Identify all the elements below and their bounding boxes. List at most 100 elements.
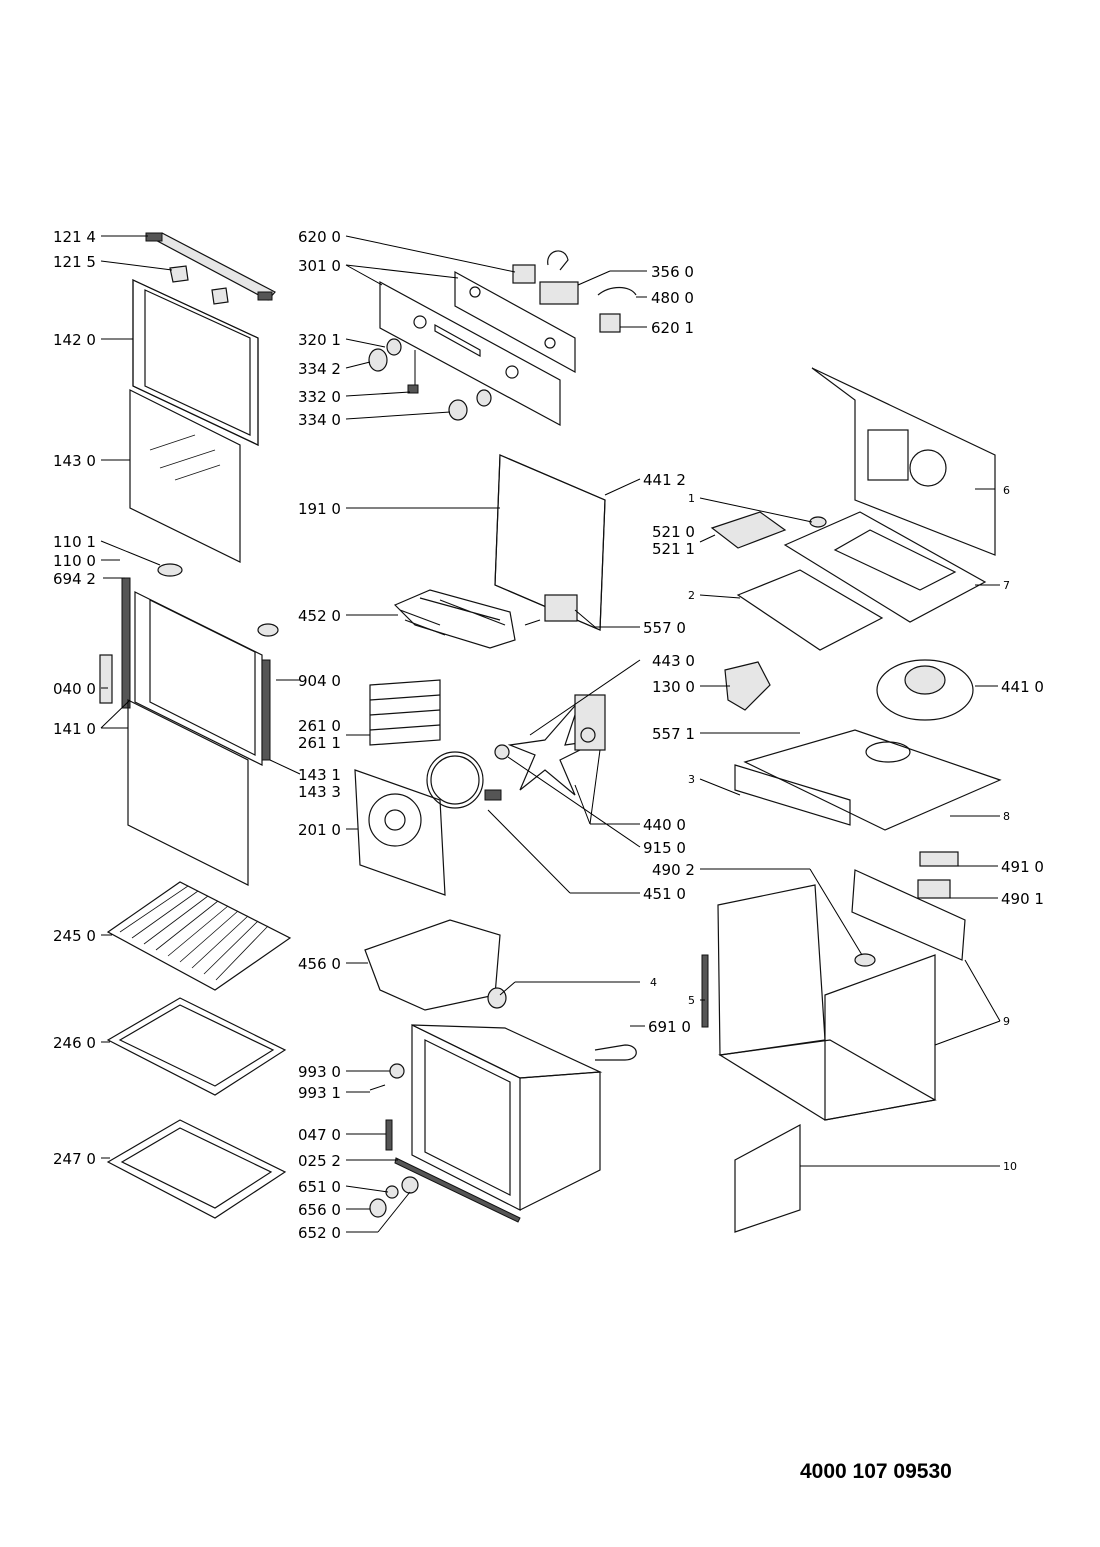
door-outer-glass-frame [132, 279, 259, 446]
label-246-0: 246 0 [53, 1034, 96, 1052]
outer-casing [701, 884, 937, 1121]
knob-assemblies [368, 338, 492, 421]
label-110-1: 110 1 [53, 533, 96, 551]
assembly-9: 9 [1003, 1015, 1010, 1028]
circular-element [426, 751, 502, 809]
assembly-8: 8 [1003, 810, 1010, 823]
control-panel-back [454, 270, 576, 374]
assembly-6: 6 [1003, 484, 1010, 497]
assembly-1: 1 [688, 492, 695, 505]
part-labels-right: 441 0 491 0 490 1 [1001, 678, 1044, 908]
label-491-0: 491 0 [1001, 858, 1044, 876]
label-651-0: 651 0 [298, 1178, 341, 1196]
cooling-panel [736, 569, 884, 651]
label-047-0: 047 0 [298, 1126, 341, 1144]
label-121-5: 121 5 [53, 253, 96, 271]
label-301-0: 301 0 [298, 257, 341, 275]
label-040-0: 040 0 [53, 680, 96, 698]
label-620-0: 620 0 [298, 228, 341, 246]
label-452-0: 452 0 [298, 607, 341, 625]
label-440-0: 440 0 [643, 816, 686, 834]
label-490-2: 490 2 [652, 861, 695, 879]
assembly-10: 10 [1003, 1160, 1017, 1173]
label-694-2: 694 2 [53, 570, 96, 588]
label-652-0: 652 0 [298, 1224, 341, 1242]
leader-lines [100, 235, 1001, 1233]
label-557-0: 557 0 [643, 619, 686, 637]
insulation-panel [734, 1123, 801, 1233]
door-glass-panel [129, 389, 241, 563]
label-456-0: 456 0 [298, 955, 341, 973]
wire-rack [106, 881, 292, 991]
top-panel [783, 511, 987, 623]
label-332-0: 332 0 [298, 388, 341, 406]
label-691-0: 691 0 [648, 1018, 691, 1036]
part-labels-middle: 620 0 301 0 320 1 334 2 332 0 334 0 191 … [298, 228, 695, 1242]
label-443-0: 443 0 [652, 652, 695, 670]
assembly-3: 3 [688, 773, 695, 786]
label-993-1: 993 1 [298, 1084, 341, 1102]
label-247-0: 247 0 [53, 1150, 96, 1168]
oven-thermostat [524, 594, 578, 626]
document-number: 4000 107 09530 [800, 1460, 952, 1483]
label-521-1: 521 1 [652, 540, 695, 558]
label-261-0: 261 0 [298, 717, 341, 735]
label-334-0: 334 0 [298, 411, 341, 429]
label-557-1: 557 1 [652, 725, 695, 743]
label-620-1: 620 1 [651, 319, 694, 337]
cavity-small-parts [369, 1063, 521, 1223]
control-panel-front [379, 280, 561, 427]
door-inner-frame [99, 577, 271, 766]
baking-tray-shallow [106, 997, 287, 1096]
door-hinge-clips [169, 265, 229, 305]
terminal-blocks [851, 851, 966, 961]
switches-top [512, 250, 637, 333]
door-top-trim [145, 232, 276, 301]
part-labels-left: 121 4 121 5 142 0 143 0 110 1 110 0 694 … [53, 228, 96, 1168]
oven-cavity [411, 987, 637, 1211]
bottom-panel [734, 729, 1002, 831]
label-110-0: 110 0 [53, 552, 96, 570]
label-143-0: 143 0 [53, 452, 96, 470]
baking-tray-deep [106, 1119, 287, 1219]
label-141-0: 141 0 [53, 720, 96, 738]
label-025-2: 025 2 [298, 1152, 341, 1170]
label-130-0: 130 0 [652, 678, 695, 696]
label-521-0: 521 0 [652, 523, 695, 541]
fan-motor [574, 694, 606, 751]
label-261-1: 261 1 [298, 734, 341, 752]
electronic-board [710, 511, 787, 549]
label-904-0: 904 0 [298, 672, 341, 690]
label-334-2: 334 2 [298, 360, 341, 378]
fan-cover [354, 769, 446, 896]
assembly-numbers: 1 2 3 4 5 6 7 8 9 10 [650, 484, 1017, 1173]
label-441-0: 441 0 [1001, 678, 1044, 696]
oven-door-seal [494, 454, 606, 631]
label-656-0: 656 0 [298, 1201, 341, 1219]
label-143-3: 143 3 [298, 783, 341, 801]
assembly-2: 2 [688, 589, 695, 602]
label-915-0: 915 0 [643, 839, 686, 857]
lower-element [364, 919, 501, 1011]
label-191-0: 191 0 [298, 500, 341, 518]
label-143-1: 143 1 [298, 766, 341, 784]
assembly-7: 7 [1003, 579, 1010, 592]
label-490-1: 490 1 [1001, 890, 1044, 908]
assembly-5: 5 [688, 994, 695, 1007]
label-245-0: 245 0 [53, 927, 96, 945]
label-356-0: 356 0 [651, 263, 694, 281]
rear-panel [811, 367, 996, 556]
label-201-0: 201 0 [298, 821, 341, 839]
label-441-2: 441 2 [643, 471, 686, 489]
motor-130 [724, 661, 771, 711]
label-993-0: 993 0 [298, 1063, 341, 1081]
door-inner-glass [127, 699, 249, 886]
rack-supports [369, 679, 441, 746]
label-451-0: 451 0 [643, 885, 686, 903]
grill-element [393, 589, 516, 649]
label-320-1: 320 1 [298, 331, 341, 349]
label-142-0: 142 0 [53, 331, 96, 349]
label-480-0: 480 0 [651, 289, 694, 307]
label-121-4: 121 4 [53, 228, 96, 246]
